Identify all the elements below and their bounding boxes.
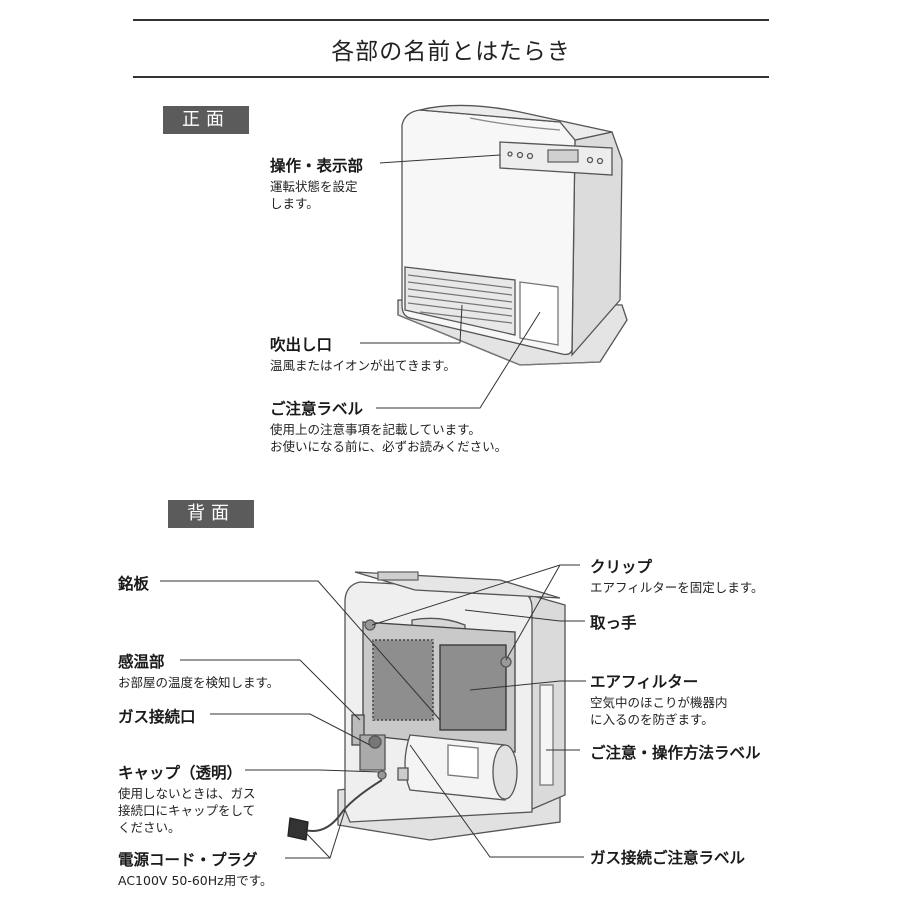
callout-title: 操作・表示部 [270,157,364,175]
callout-caution-label: ご注意ラベル 使用上の注意事項を記載しています。 お使いになる前に、必ずお読みく… [270,397,507,455]
callout-desc: AC100V 50-60Hz用です。 [118,872,272,889]
callout-title: キャップ（透明） [118,764,243,782]
callout-title: ガス接続ご注意ラベル [590,849,746,867]
callout-title: 電源コード・プラグ [118,851,258,869]
callout-title: エアフィルター [590,673,699,691]
desc-line: ください。 [118,820,181,835]
front-section-tag: 正面 [163,106,249,134]
callout-desc: 温風またはイオンが出てきます。 [270,357,456,374]
back-section-tag: 背面 [168,500,254,528]
callout-control-panel: 操作・表示部 運転状態を設定 します。 [270,154,363,212]
callout-nameplate: 銘板 [118,572,149,594]
callout-gas-caution-label: ガス接続ご注意ラベル [590,846,745,868]
callout-title: ご注意ラベル [270,400,364,418]
callout-handle: 取っ手 [590,611,637,633]
page-title: 各部の名前とはたらき [331,39,571,65]
desc-line: 運転状態を設定 [270,179,358,194]
header-bottom-rule [133,76,769,78]
callout-desc: 空気中のほこりが機器内 に入るのを防ぎます。 [590,694,728,728]
callout-operation-label: ご注意・操作方法ラベル [590,741,761,763]
callout-cap: キャップ（透明） 使用しないときは、ガス 接続口にキャップをして ください。 [118,761,256,836]
back-view-heater [287,571,566,841]
desc-line: します。 [270,196,319,211]
callout-temp-sensor: 感温部 お部屋の温度を検知します。 [118,650,279,691]
desc-line: 温風またはイオンが出てきます。 [270,358,456,373]
callout-title: 取っ手 [590,614,637,632]
callout-title: 銘板 [118,575,150,593]
desc-line: 使用上の注意事項を記載しています。 [270,422,481,437]
callout-desc: エアフィルターを固定します。 [590,579,764,596]
desc-line: お使いになる前に、必ずお読みください。 [270,439,508,454]
callout-power-cord: 電源コード・プラグ AC100V 50-60Hz用です。 [118,848,272,889]
top-rule [133,19,769,21]
callout-desc: お部屋の温度を検知します。 [118,674,279,691]
callout-title: 感温部 [118,653,165,671]
callout-air-filter: エアフィルター 空気中のほこりが機器内 に入るのを防ぎます。 [590,670,728,728]
front-leader-lines [360,154,541,409]
callout-title: ご注意・操作方法ラベル [590,744,761,762]
callout-desc: 運転状態を設定 します。 [270,178,363,212]
desc-line: 使用しないときは、ガス [118,786,256,801]
callout-air-outlet: 吹出し口 温風またはイオンが出てきます。 [270,333,456,374]
desc-line: AC100V 50-60Hz用です。 [118,873,273,888]
desc-line: 空気中のほこりが機器内 [590,695,728,710]
front-view-heater [397,104,628,366]
back-leader-lines [160,564,586,859]
callout-desc: 使用上の注意事項を記載しています。 お使いになる前に、必ずお読みください。 [270,421,507,455]
desc-line: 接続口にキャップをして [118,803,256,818]
callout-title: 吹出し口 [270,336,333,354]
desc-line: お部屋の温度を検知します。 [118,675,280,690]
callout-clip: クリップ エアフィルターを固定します。 [590,555,764,596]
callout-gas-inlet: ガス接続口 [118,705,196,727]
desc-line: エアフィルターを固定します。 [590,580,764,595]
callout-desc: 使用しないときは、ガス 接続口にキャップをして ください。 [118,785,256,836]
callout-title: ガス接続口 [118,708,196,726]
desc-line: に入るのを防ぎます。 [590,712,714,727]
callout-title: クリップ [590,558,653,576]
